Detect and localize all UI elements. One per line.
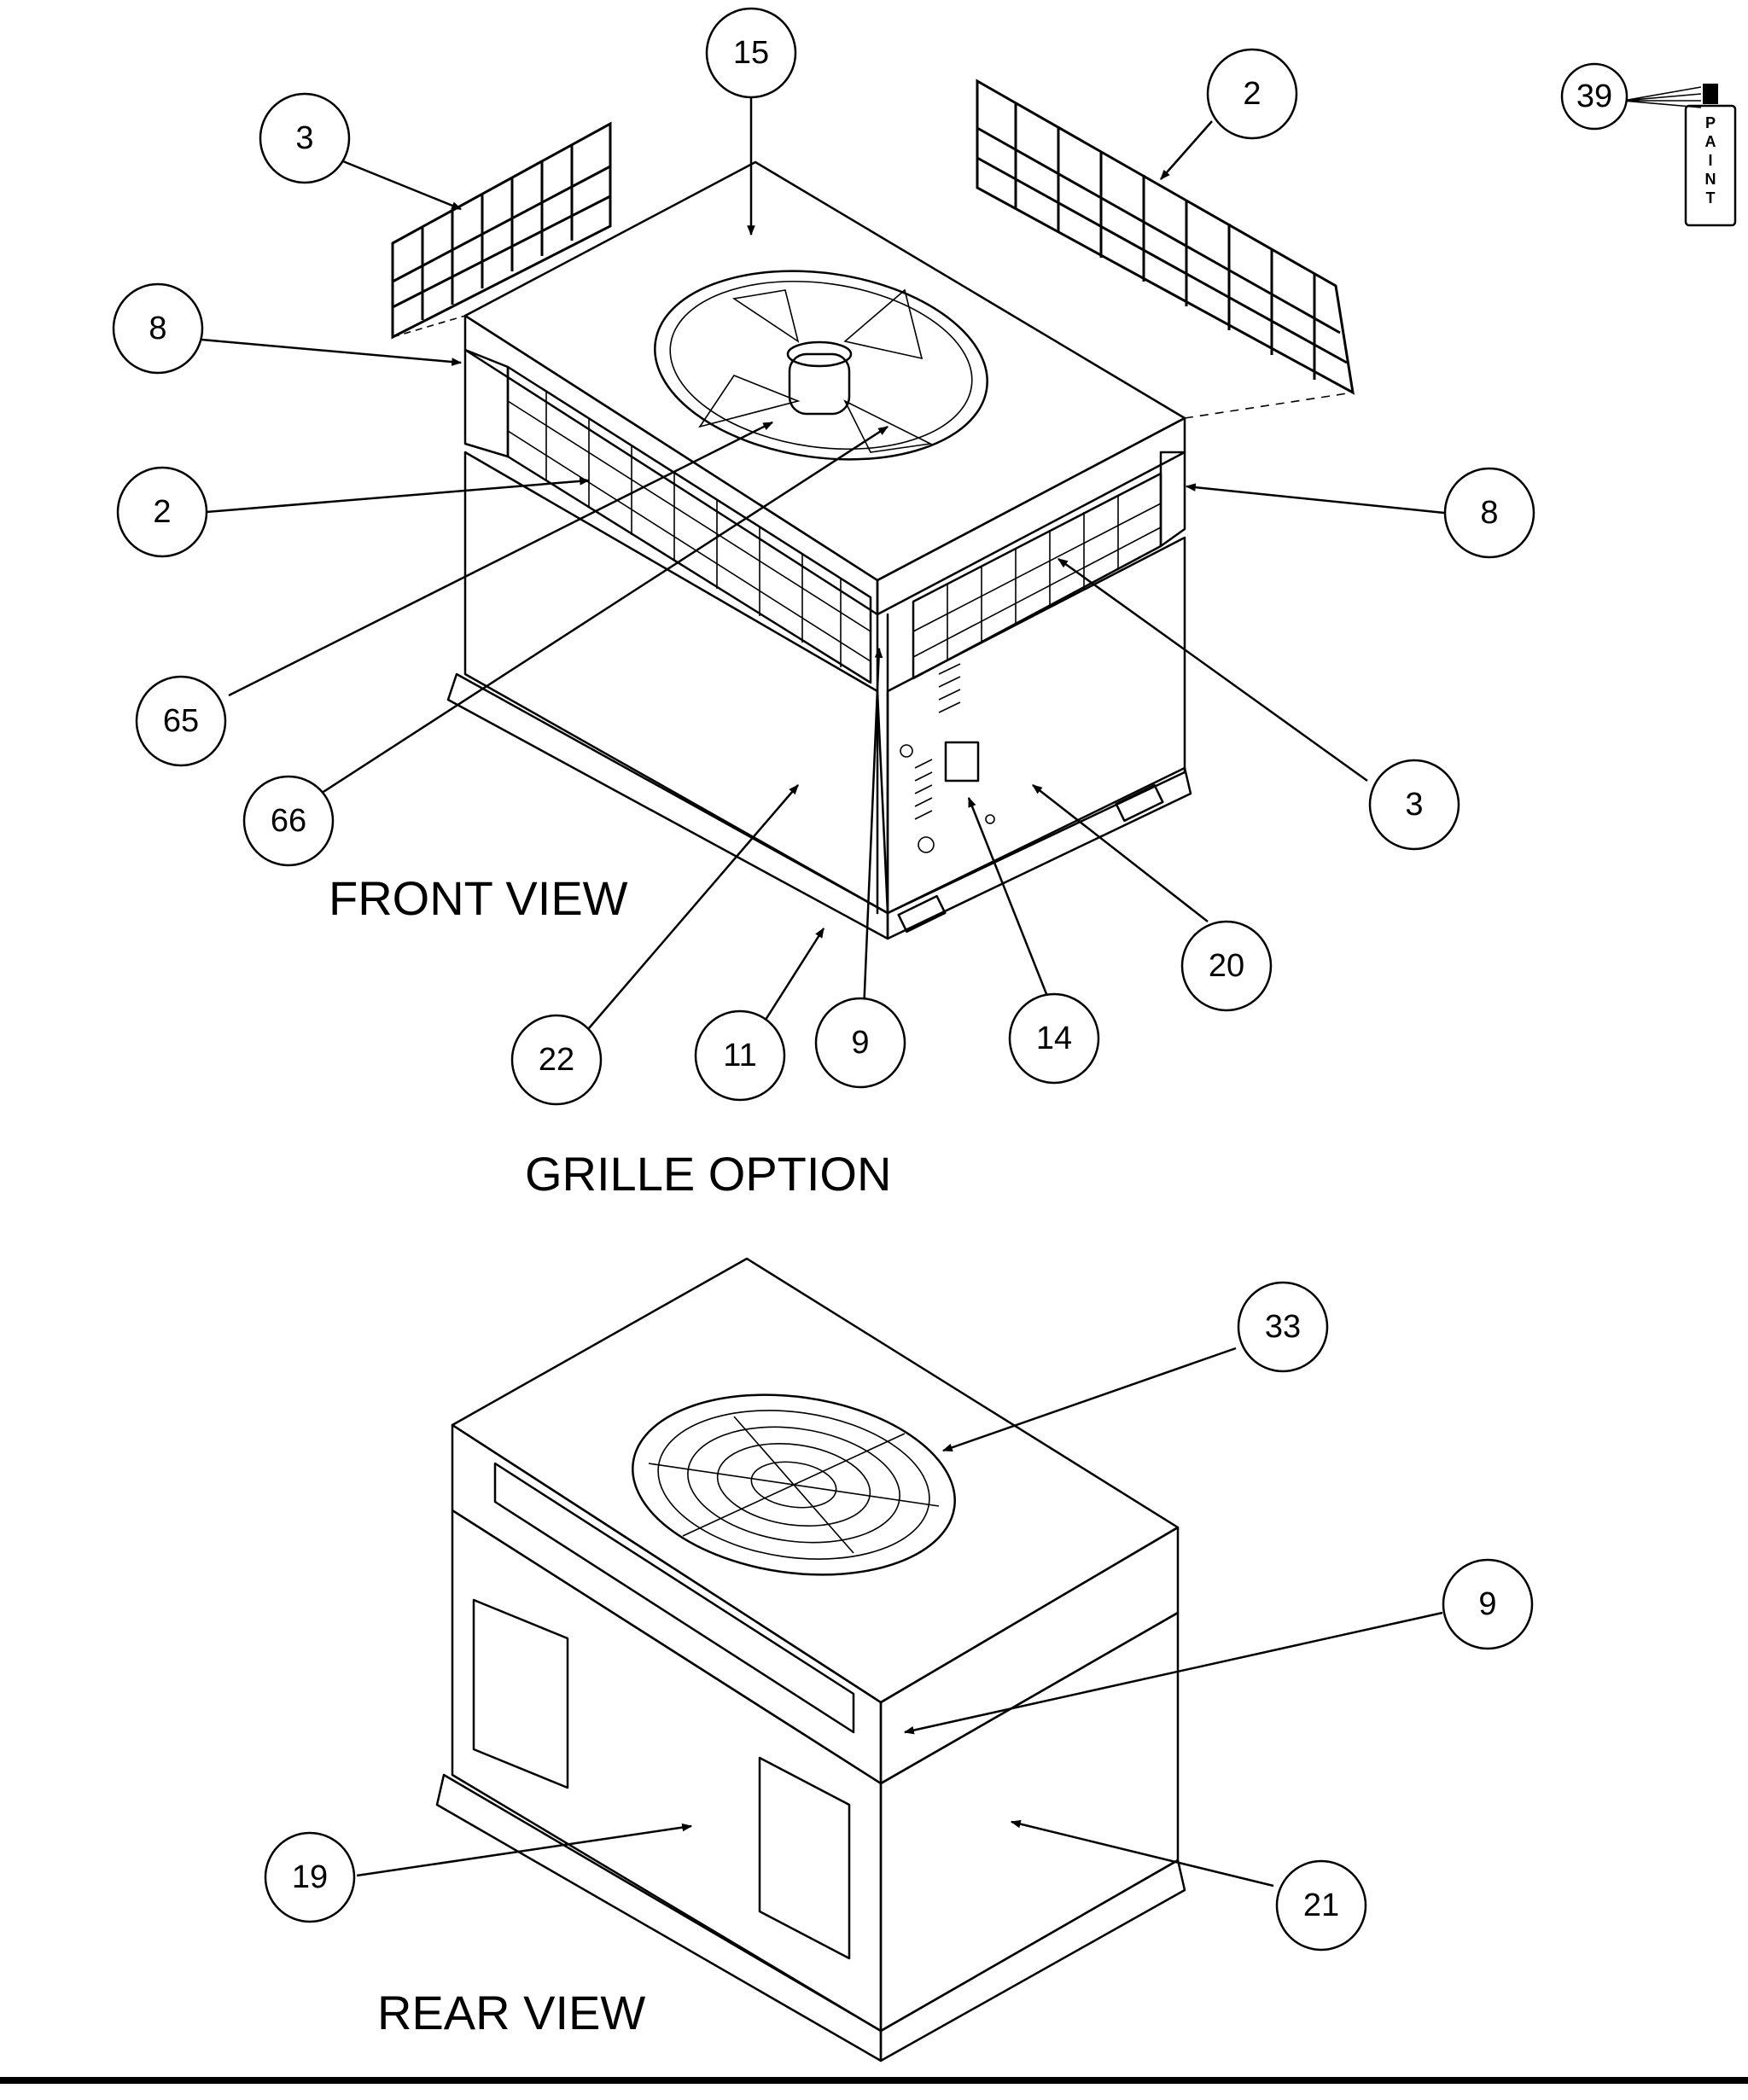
callout-label: 19	[292, 1859, 328, 1895]
callout-66: 66	[242, 775, 335, 867]
callout-circle	[1008, 992, 1100, 1085]
callout-circle	[1275, 1859, 1367, 1952]
front-view-caption: FRONT VIEW	[329, 871, 628, 925]
callout-label: 39	[1576, 79, 1612, 114]
fan-guard-grille	[632, 1393, 956, 1576]
callout-21: 21	[1275, 1859, 1367, 1952]
callout-circle	[264, 1831, 356, 1923]
rear-base-rail-side	[879, 1859, 1186, 2062]
callout-39: 39	[1560, 62, 1629, 131]
callout-9: 9	[814, 997, 906, 1089]
callout-circle	[1443, 467, 1535, 559]
front-view-unit-drawing	[446, 160, 1192, 940]
callout-label: 22	[539, 1042, 574, 1078]
callout-14: 14	[1008, 992, 1100, 1085]
callout-circle	[510, 1014, 603, 1106]
electrical-disconnect-box	[944, 741, 980, 782]
callout-2: 2	[1206, 48, 1298, 140]
callout-circle	[1442, 1558, 1534, 1650]
supply-duct-opening	[758, 1756, 851, 1960]
callout-circle	[1237, 1281, 1329, 1373]
condenser-fan-assembly	[654, 270, 988, 461]
right-loose-grille-2	[976, 79, 1355, 419]
control-side-panel	[886, 536, 1186, 915]
rear-lower-panel	[451, 1509, 883, 2033]
callout-33: 33	[1237, 1281, 1329, 1373]
callout-8: 8	[112, 282, 204, 375]
callout-8: 8	[1443, 467, 1535, 559]
callout-20: 20	[1180, 920, 1273, 1012]
callout-label: 8	[149, 311, 166, 346]
callout-label: 21	[1303, 1888, 1339, 1923]
callout-circle	[116, 466, 208, 558]
callout-label: 3	[1405, 787, 1423, 823]
callout-label: 20	[1209, 948, 1244, 984]
callout-circle	[814, 997, 906, 1089]
callout-circle	[1206, 48, 1298, 140]
callout-label: 3	[295, 120, 313, 156]
callout-circle	[694, 1009, 786, 1102]
front-panel	[463, 451, 889, 915]
page-bottom-rule	[0, 2077, 1748, 2084]
control-box-details	[900, 663, 995, 853]
callout-label: 9	[851, 1025, 869, 1061]
callout-circle	[259, 92, 351, 184]
callout-11: 11	[694, 1009, 786, 1102]
callout-19: 19	[264, 1831, 356, 1923]
callout-label: 2	[153, 494, 171, 530]
callout-3: 3	[259, 92, 351, 184]
callout-65: 65	[135, 675, 227, 767]
callout-circle	[1368, 759, 1460, 851]
callout-label: 33	[1265, 1309, 1301, 1345]
callout-label: 8	[1480, 495, 1498, 531]
front-coil-grille	[463, 348, 872, 684]
base-rail	[446, 672, 1192, 940]
return-duct-opening	[472, 1598, 569, 1789]
callout-circle	[705, 7, 797, 99]
grille-option-caption: GRILLE OPTION	[525, 1147, 891, 1201]
callout-circle	[1560, 62, 1629, 131]
callout-label: 66	[271, 803, 306, 839]
callout-9: 9	[1442, 1558, 1534, 1650]
rear-view-unit-drawing	[435, 1257, 1186, 2062]
callout-circle	[1180, 920, 1273, 1012]
callout-circle	[112, 282, 204, 375]
side-coil-grille	[912, 451, 1186, 680]
callout-22: 22	[510, 1014, 603, 1106]
callout-bubbles: 15 3 2 39 8 2 8 65 66 3 20 22 11 9 14 33 9 19 21	[112, 7, 1629, 1952]
callout-2: 2	[116, 466, 208, 558]
callout-label: 14	[1036, 1021, 1072, 1056]
rear-side-upper-band	[879, 1526, 1180, 1785]
rear-coil-opening	[493, 1462, 855, 1734]
callout-circle	[242, 775, 335, 867]
callout-label: 15	[733, 35, 769, 71]
callout-label: 9	[1478, 1586, 1496, 1622]
rear-view-caption: REAR VIEW	[377, 1986, 645, 2039]
leader-lines	[201, 82, 1445, 1888]
callout-label: 11	[723, 1038, 756, 1073]
callout-3: 3	[1368, 759, 1460, 851]
callout-15: 15	[705, 7, 797, 99]
callout-label: 65	[163, 703, 199, 739]
callout-label: 2	[1243, 76, 1261, 112]
left-loose-grille-3	[391, 121, 612, 340]
callout-circle	[135, 675, 227, 767]
rear-upper-band	[451, 1423, 883, 1785]
